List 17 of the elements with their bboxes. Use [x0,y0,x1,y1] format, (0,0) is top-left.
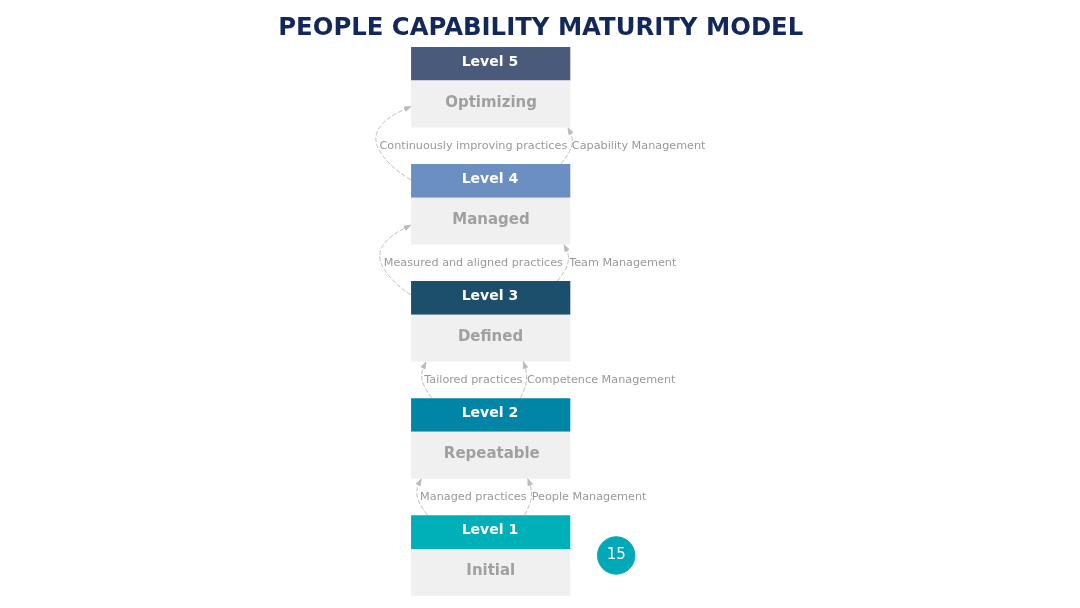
arrow [378,224,411,296]
arrow [523,478,533,516]
arrow [556,244,570,282]
arrow [519,361,528,399]
node-circle: 15 [596,536,635,575]
arrow [415,478,428,516]
edge-label: Managed practices [419,489,527,503]
edge-label: Tailored practices [423,372,522,386]
edge-label: Measured and aligned practices [383,255,563,269]
edge-label: Capability Management [571,138,706,152]
edge-label: People Management [531,489,646,503]
edge-label: Continuously improving practices [378,138,567,152]
edge-label: Competence Management [526,372,676,386]
arrow [559,127,574,165]
diagram-title: PEOPLE CAPABILITY MATURITY MODEL [277,11,803,41]
edge-label: Team Management [568,255,676,269]
arrow [420,361,432,399]
